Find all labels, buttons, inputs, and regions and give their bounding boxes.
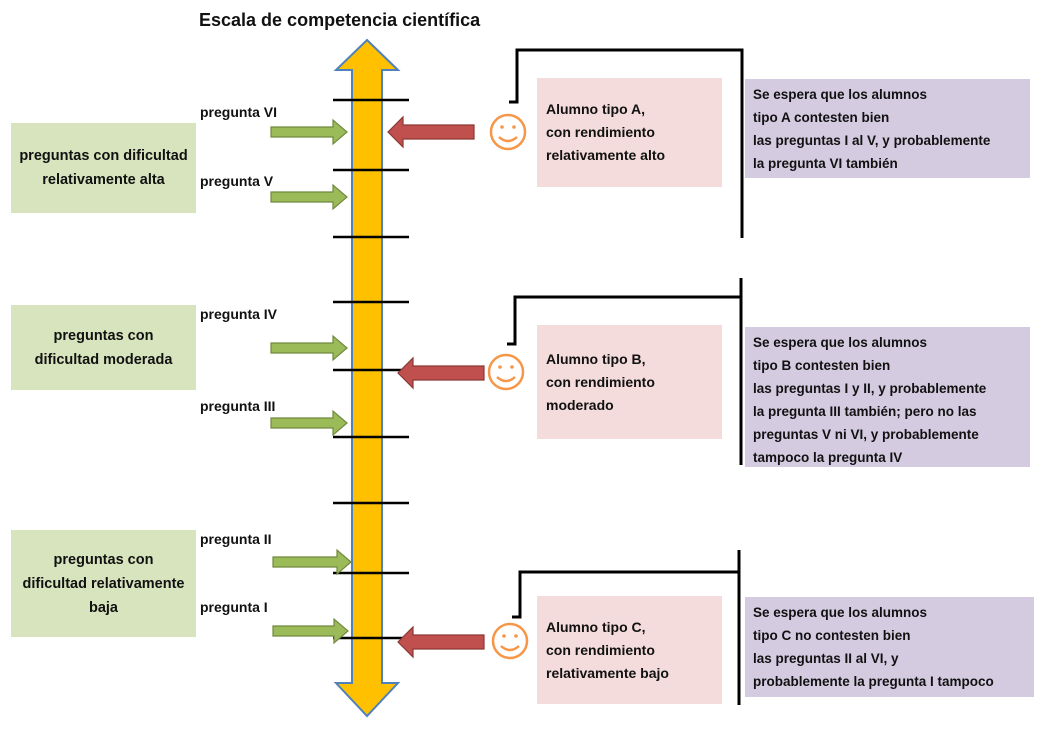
expectation-b-line-1: Se espera que los alumnos: [753, 335, 928, 350]
question-arrow-iii: [270, 409, 348, 437]
expectation-b-line-3: las preguntas I y II, y probablemente: [753, 381, 987, 396]
difficulty-alta-line-2: relativamente alta: [42, 172, 165, 188]
expectation-box-b: Se espera que los alumnos tipo B contest…: [745, 327, 1030, 467]
question-arrow-v: [270, 183, 348, 211]
student-box-a: Alumno tipo A, con rendimiento relativam…: [537, 78, 722, 187]
difficulty-box-moderada: preguntas con dificultad moderada: [11, 305, 196, 390]
question-arrow-iv: [270, 334, 348, 362]
expectation-box-c: Se espera que los alumnos tipo C no cont…: [745, 597, 1034, 697]
student-a-line-3: relativamente alto: [546, 147, 666, 163]
difficulty-baja-line-3: baja: [88, 599, 118, 616]
expectation-a-line-2: tipo A contesten bien: [753, 110, 890, 125]
expectation-b-line-5: preguntas V ni VI, y probablemente: [753, 427, 979, 442]
smiley-icon: [489, 113, 527, 151]
question-label-iii: pregunta III: [200, 398, 276, 414]
difficulty-baja-line-2: dificultad relativamente: [22, 575, 185, 592]
expectation-box-a: Se espera que los alumnos tipo A contest…: [745, 79, 1030, 178]
scale-arrow: [333, 38, 401, 718]
expectation-a-line-4: la pregunta VI también: [753, 156, 898, 171]
student-b-line-3: moderado: [546, 396, 614, 413]
student-b-line-1: Alumno tipo B,: [546, 350, 646, 367]
student-box-b: Alumno tipo B, con rendimiento moderado: [537, 325, 722, 439]
difficulty-box-alta: preguntas con dificultad relativamente a…: [11, 123, 196, 213]
question-label-vi: pregunta VI: [200, 104, 278, 120]
question-label-ii: pregunta II: [200, 531, 272, 547]
student-b-line-2: con rendimiento: [546, 373, 655, 390]
expectation-b-line-6: tampoco la pregunta IV: [753, 450, 903, 465]
expectation-c-line-3: las preguntas II al VI, y: [753, 651, 899, 666]
student-a-line-1: Alumno tipo A,: [546, 101, 646, 117]
student-c-line-3: relativamente bajo: [546, 664, 669, 681]
difficulty-baja-line-1: preguntas con: [53, 551, 154, 568]
bracket-c: [512, 570, 741, 705]
expectation-a-line-1: Se espera que los alumnos: [753, 87, 928, 102]
smiley-icon: [487, 353, 525, 391]
question-label-v: pregunta V: [200, 173, 274, 189]
question-arrow-i: [272, 617, 349, 645]
bracket-a: [509, 48, 744, 238]
student-arrow-a: [387, 115, 475, 149]
student-arrow-c: [397, 625, 485, 659]
expectation-c-line-4: probablemente la pregunta I tampoco: [753, 674, 994, 689]
difficulty-moderada-line-2: dificultad moderada: [34, 351, 173, 368]
expectation-b-line-2: tipo B contesten bien: [753, 358, 891, 373]
question-label-iv: pregunta IV: [200, 306, 278, 322]
difficulty-moderada-line-1: preguntas con: [53, 327, 154, 344]
student-c-line-2: con rendimiento: [546, 641, 655, 658]
bracket-b: [507, 295, 743, 465]
student-a-line-2: con rendimiento: [546, 124, 655, 140]
student-c-line-1: Alumno tipo C,: [546, 618, 646, 635]
expectation-c-line-2: tipo C no contesten bien: [753, 628, 911, 643]
student-arrow-b: [397, 356, 485, 390]
question-arrow-vi: [270, 118, 348, 146]
question-arrow-ii: [272, 548, 352, 576]
student-box-c: Alumno tipo C, con rendimiento relativam…: [537, 596, 722, 704]
question-label-i: pregunta I: [200, 599, 268, 615]
difficulty-alta-line-1: preguntas con dificultad: [19, 148, 188, 164]
scale-title: Escala de competencia científica: [199, 10, 481, 30]
expectation-a-line-3: las preguntas I al V, y probablemente: [753, 133, 991, 148]
scale-ticks: [333, 98, 409, 640]
expectation-c-line-1: Se espera que los alumnos: [753, 605, 928, 620]
expectation-b-line-4: la pregunta III también; pero no las: [753, 404, 977, 419]
difficulty-box-baja: preguntas con dificultad relativamente b…: [11, 530, 196, 637]
smiley-icon: [491, 622, 529, 660]
